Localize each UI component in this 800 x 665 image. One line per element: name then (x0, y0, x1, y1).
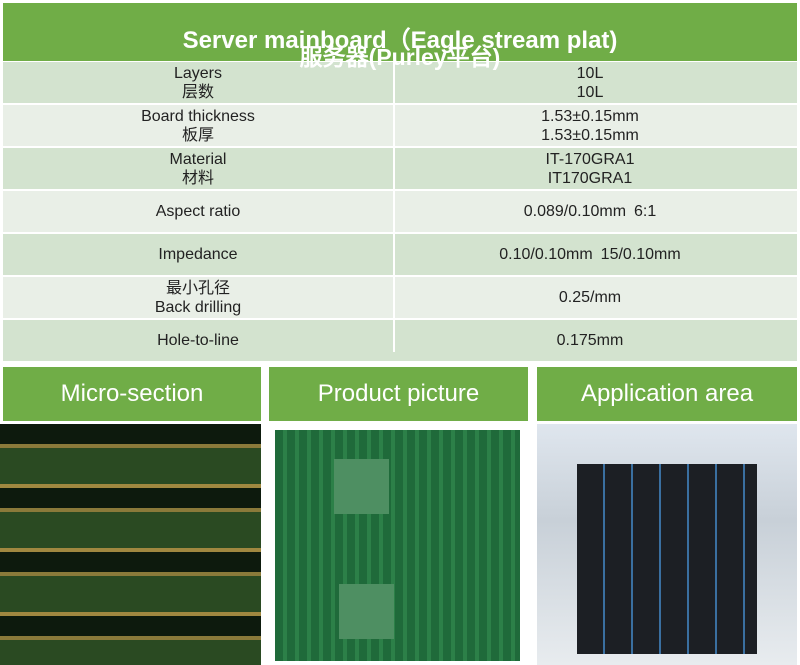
pcb-board (275, 430, 520, 661)
table-row: 最小孔径 Back drilling 0.25/mm (3, 277, 797, 320)
value-cell: 0.10/0.10mm 15/0.10mm (395, 234, 785, 275)
label: Layers (173, 64, 223, 82)
value: IT-170GRA1 (545, 150, 635, 168)
label-overlay: 材料 (181, 169, 214, 187)
value: 1.53±0.15mm (541, 107, 639, 125)
value: 0.25/mm (558, 289, 622, 306)
value: 0.10/0.10mm (499, 246, 593, 263)
page-subtitle: 服务器(Purley平台) (299, 44, 501, 70)
value-overlay: 10L (576, 83, 604, 101)
table-row: Layers 层数 10L 10L (3, 62, 797, 105)
panel-header-micro-section: Micro-section (3, 367, 261, 421)
table-row: Impedance 0.10/0.10mm 15/0.10mm (3, 234, 797, 277)
product-picture-image (269, 424, 528, 665)
value: 0.175mm (556, 332, 624, 349)
value-cell: 0.25/mm (395, 277, 785, 318)
label: Back drilling (154, 298, 242, 316)
cpu-socket (334, 459, 389, 514)
page-title: Server mainboard（Eagle stream plat) (182, 27, 618, 54)
value-cell: 10L 10L (395, 62, 785, 103)
panel-header-application-area: Application area (537, 367, 797, 421)
value-cell: IT-170GRA1 IT170GRA1 (395, 148, 785, 189)
label-cell: 最小孔径 Back drilling (3, 277, 393, 318)
panel-header-product-picture: Product picture (269, 367, 528, 421)
label: Impedance (158, 246, 238, 263)
value-overlay: 15/0.10mm (600, 246, 681, 263)
table-row: Board thickness 板厚 1.53±0.15mm 1.53±0.15… (3, 105, 797, 148)
server-racks (577, 464, 757, 654)
label-overlay: 最小孔径 (165, 279, 230, 297)
spec-table: Layers 层数 10L 10L Board thickness 板厚 1.5… (3, 62, 797, 363)
label-overlay: 层数 (181, 83, 214, 101)
value-cell: 1.53±0.15mm 1.53±0.15mm (395, 105, 785, 146)
label-overlay: 板厚 (181, 126, 214, 144)
label-cell: Hole-to-line (3, 320, 393, 361)
column-divider (393, 62, 395, 352)
micro-section-image (0, 424, 261, 665)
table-row: Material 材料 IT-170GRA1 IT170GRA1 (3, 148, 797, 191)
label-cell: Impedance (3, 234, 393, 275)
label: Aspect ratio (155, 203, 241, 220)
value-overlay: 6:1 (634, 203, 657, 220)
table-row: Aspect ratio 0.089/0.10mm 6:1 (3, 191, 797, 234)
label-cell: Layers 层数 (3, 62, 393, 103)
label: Hole-to-line (157, 332, 239, 349)
value-overlay: 1.53±0.15mm (541, 126, 639, 144)
table-row: Hole-to-line 0.175mm (3, 320, 797, 363)
title-banner: Server mainboard（Eagle stream plat) (3, 3, 797, 61)
value-cell: 0.175mm (395, 320, 785, 361)
cpu-socket (339, 584, 394, 639)
label-cell: Material 材料 (3, 148, 393, 189)
label: Material (169, 150, 227, 168)
value: 0.089/0.10mm (523, 203, 627, 220)
value: 10L (576, 64, 604, 82)
label-cell: Aspect ratio (3, 191, 393, 232)
value-cell: 0.089/0.10mm 6:1 (395, 191, 785, 232)
value-overlay: IT170GRA1 (547, 169, 633, 187)
application-area-image (537, 424, 797, 665)
label: Board thickness (141, 107, 255, 125)
label-cell: Board thickness 板厚 (3, 105, 393, 146)
